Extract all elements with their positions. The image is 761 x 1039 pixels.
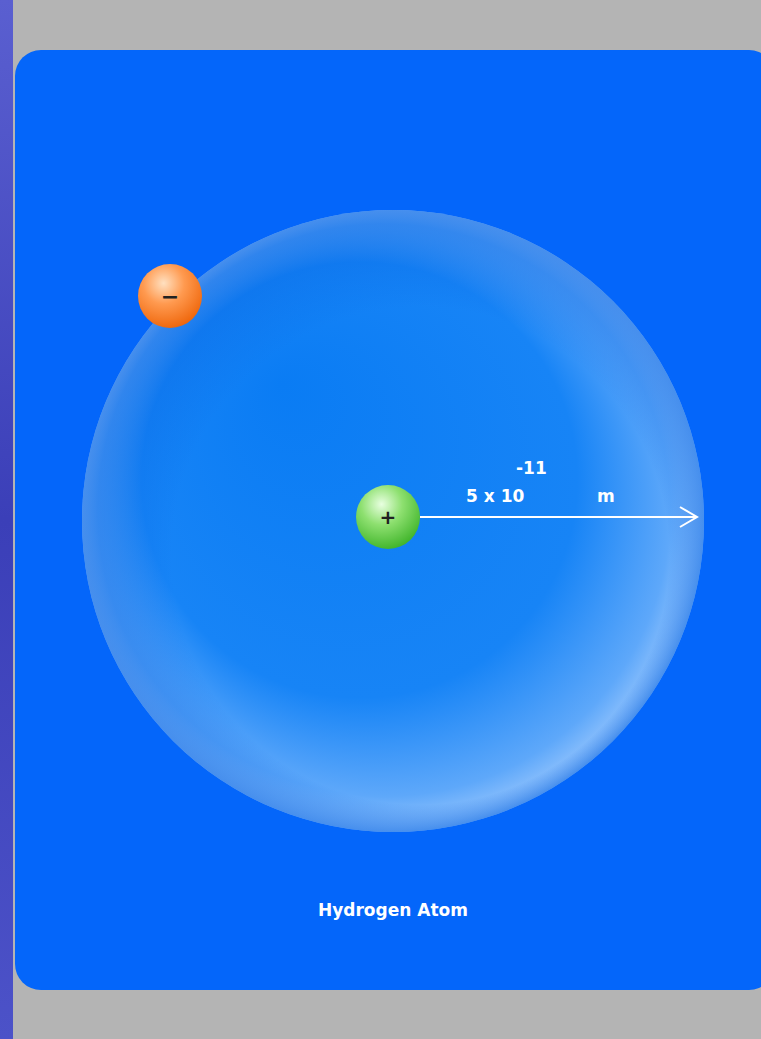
panel <box>15 50 761 990</box>
radius-arrowhead <box>680 507 697 527</box>
charge-sign: − <box>161 284 179 309</box>
dimension-unit: m <box>597 486 615 506</box>
radius-arrow <box>420 516 696 518</box>
atom-shade <box>82 210 704 832</box>
caption: Hydrogen Atom <box>318 900 468 920</box>
slide-strip <box>0 0 13 1039</box>
atom-sphere <box>82 210 704 832</box>
electron: − <box>138 264 202 328</box>
dimension-value: 5 x 10 <box>466 486 524 506</box>
nucleus: + <box>356 485 420 549</box>
dimension-exponent: -11 <box>516 458 547 478</box>
charge-sign: + <box>380 505 397 529</box>
